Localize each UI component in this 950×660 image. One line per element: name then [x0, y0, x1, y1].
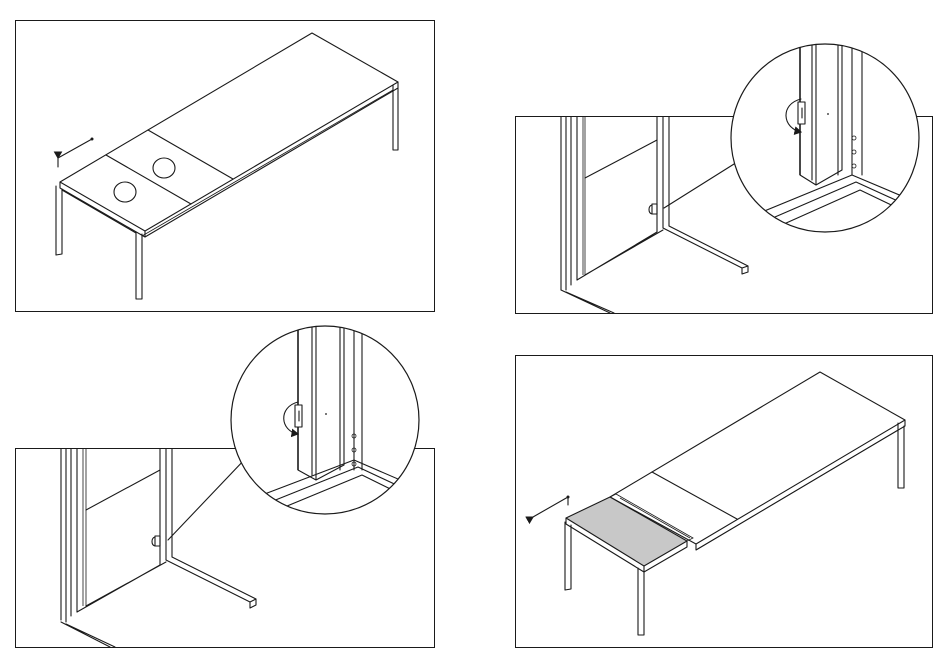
- latch-detail-left: [61, 322, 435, 647]
- leg-front-left: [56, 186, 62, 255]
- latch-detail-right: [561, 40, 935, 313]
- table-top: [60, 33, 398, 231]
- table-extended: [533, 372, 905, 635]
- pull-direction-arrow: [58, 139, 92, 167]
- magnifier-circle-left: [231, 326, 419, 514]
- leg-front-right: [136, 232, 142, 299]
- pull-direction-arrow-4: [533, 497, 568, 517]
- magnifier-circle-right: [731, 44, 919, 232]
- leg-back-right: [393, 85, 398, 150]
- table-closed: [56, 33, 398, 299]
